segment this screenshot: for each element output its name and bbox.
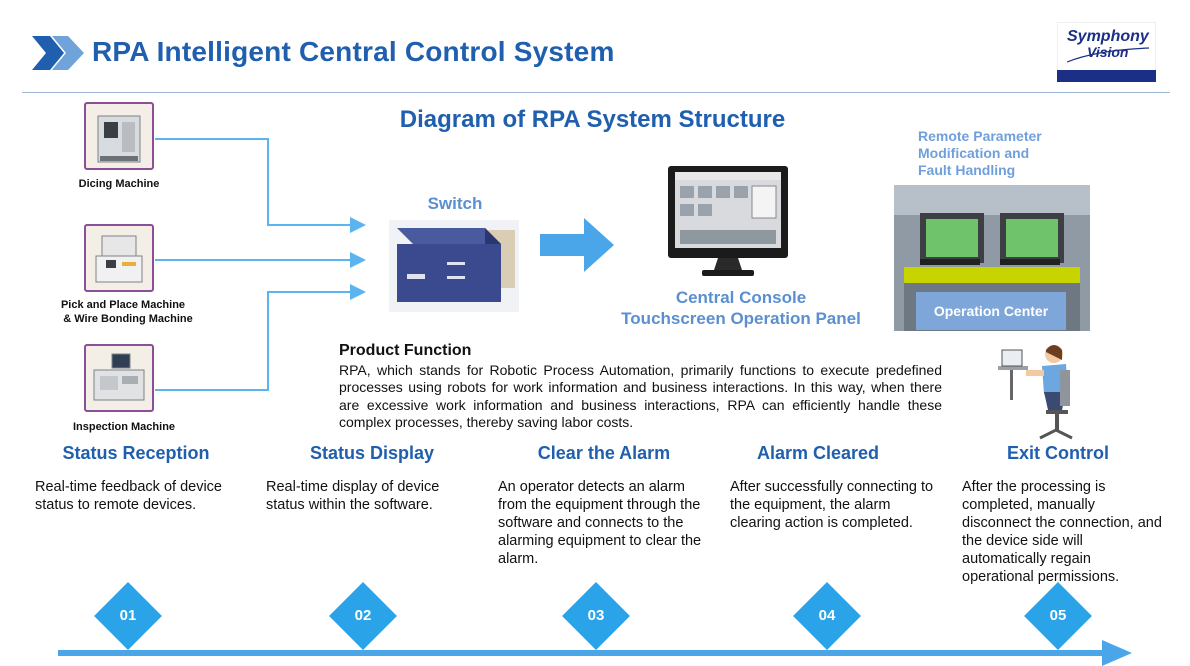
step-4-number: 04 <box>818 607 836 624</box>
pick-place-machine-image <box>84 224 154 292</box>
step-3-number: 03 <box>587 607 605 624</box>
chevron-double-icon <box>32 36 84 70</box>
remote-line-1: Remote Parameter <box>918 128 1042 144</box>
switch-label: Switch <box>427 194 483 213</box>
dicing-machine-image <box>84 102 154 170</box>
operation-center-label: Operation Center <box>916 292 1066 330</box>
remote-line-3: Fault Handling <box>918 162 1016 178</box>
central-console-label-line2: Touchscreen Operation Panel <box>621 309 861 328</box>
inspection-machine-label: Inspection Machine <box>72 421 176 433</box>
step-5-desc: After the processing is completed, manua… <box>962 479 1162 585</box>
page-title: RPA Intelligent Central Control System <box>92 36 615 67</box>
company-logo: Symphony Vision <box>1056 21 1157 83</box>
remote-handling-label: Remote Parameter Modification and Fault … <box>918 128 1042 179</box>
step-3-desc: An operator detects an alarm from the eq… <box>498 479 702 567</box>
logo-text-line2: Vision <box>1087 44 1129 60</box>
logo-text-line1: Symphony <box>1067 28 1149 45</box>
product-function-body: RPA, which stands for Robotic Process Au… <box>339 362 942 431</box>
step-5-title: Exit Control <box>1007 443 1109 463</box>
network-switch-image <box>389 220 519 312</box>
header-divider <box>22 92 1170 93</box>
dicing-machine-label: Dicing Machine <box>78 178 160 190</box>
step-3-title: Clear the Alarm <box>537 443 671 463</box>
operator-at-desk-icon <box>998 345 1073 440</box>
step-4-title: Alarm Cleared <box>756 443 880 463</box>
timeline-arrow <box>58 640 1132 666</box>
step-1-title: Status Reception <box>62 443 210 463</box>
inspection-machine-image <box>84 344 154 412</box>
remote-line-2: Modification and <box>918 145 1030 161</box>
step-5-number: 05 <box>1049 607 1067 624</box>
step-4-desc: After successfully connecting to the equ… <box>730 479 934 531</box>
pick-place-machine-label-line1: Pick and Place Machine <box>60 299 186 311</box>
central-console-label-line1: Central Console <box>675 288 807 307</box>
step-1-number: 01 <box>119 607 137 624</box>
arrow-right-icon <box>540 218 614 272</box>
diagram-title: Diagram of RPA System Structure <box>399 106 786 133</box>
pick-place-machine-label-line2: & Wire Bonding Machine <box>63 313 193 325</box>
touchscreen-monitor-image <box>668 166 788 280</box>
product-function-title: Product Function <box>339 342 472 359</box>
step-2-number: 02 <box>354 607 372 624</box>
step-2-desc: Real-time display of device status withi… <box>266 479 440 513</box>
step-1-desc: Real-time feedback of device status to r… <box>35 479 222 513</box>
step-2-title: Status Display <box>309 443 435 463</box>
